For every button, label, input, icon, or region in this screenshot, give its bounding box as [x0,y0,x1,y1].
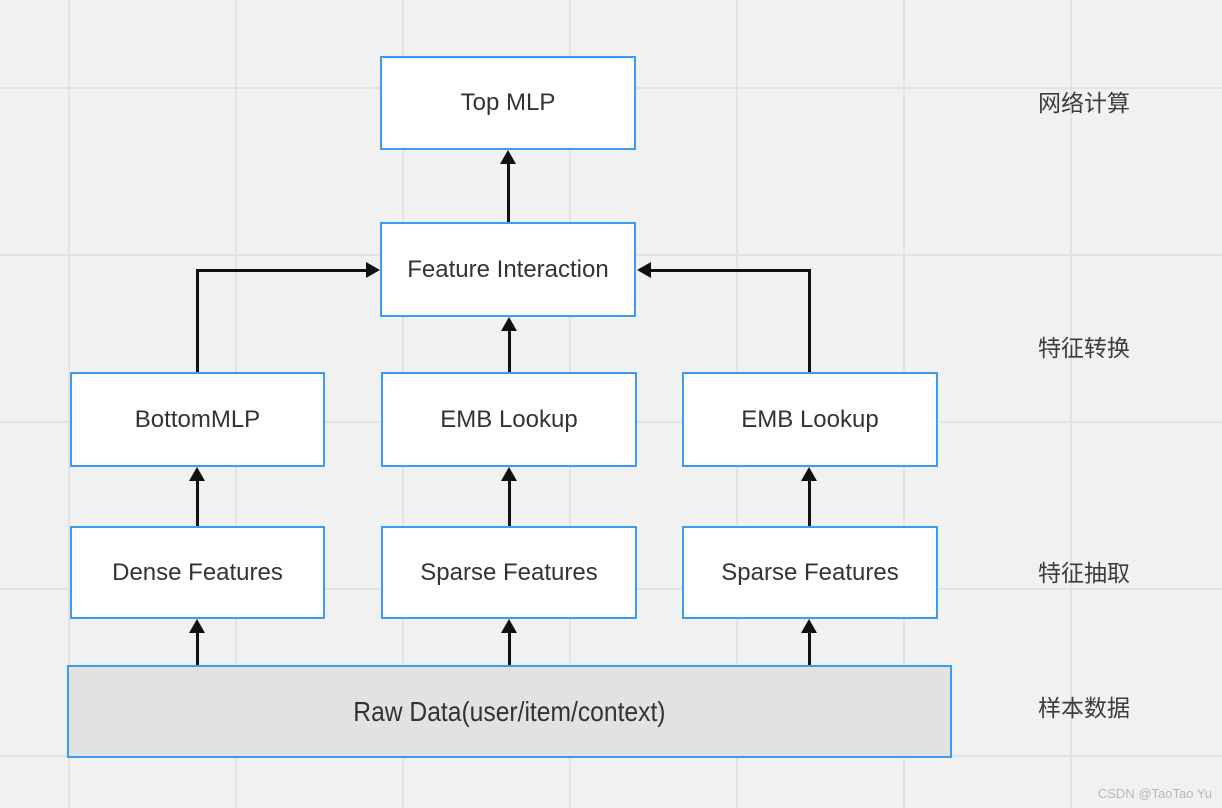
arrow-shaft [196,269,199,372]
arrow-head-icon [500,150,516,164]
arrow-head-icon [189,619,205,633]
arrow-head-icon [501,619,517,633]
node-dense-features: Dense Features [70,526,325,619]
arrow-head-icon [637,262,651,278]
node-sparse-features-left: Sparse Features [381,526,637,619]
stage-label-feature-extraction: 特征抽取 [1038,560,1130,586]
csdn-watermark: CSDN @TaoTao Yu [1097,786,1212,801]
arrow-head-icon [501,317,517,331]
arrow-shaft [808,481,811,526]
node-feature-interaction: Feature Interaction [380,222,636,317]
arrow-head-icon [501,467,517,481]
stage-label-network-compute: 网络计算 [1038,90,1130,116]
node-label: Sparse Features [721,558,899,586]
node-label: EMB Lookup [741,405,879,433]
arrow-shaft [808,633,811,665]
node-label: Sparse Features [420,558,598,586]
node-emb-lookup-right: EMB Lookup [682,372,938,467]
arrow-shaft [196,481,199,526]
stage-label-feature-transform: 特征转换 [1038,335,1130,361]
node-emb-lookup-left: EMB Lookup [381,372,637,467]
arrow-shaft [508,481,511,526]
arrow-shaft [651,269,811,272]
stage-label-sample-data: 样本数据 [1038,695,1130,721]
arrow-shaft [196,269,366,272]
arrow-head-icon [189,467,205,481]
arrow-head-icon [801,619,817,633]
node-label: Raw Data(user/item/context) [353,695,666,727]
arrow-shaft [507,162,510,222]
node-sparse-features-right: Sparse Features [682,526,938,619]
arrow-shaft [196,633,199,665]
node-label: Dense Features [112,558,283,586]
arrow-head-icon [366,262,380,278]
node-label: EMB Lookup [440,405,578,433]
node-raw-data: Raw Data(user/item/context) [67,665,952,758]
node-top-mlp: Top MLP [380,56,636,150]
node-label: Feature Interaction [407,255,609,283]
node-label: Top MLP [460,89,556,116]
node-bottom-mlp: BottomMLP [70,372,325,467]
node-label: BottomMLP [134,405,261,433]
arrow-head-icon [801,467,817,481]
arrow-shaft [808,269,811,372]
arrow-shaft [508,633,511,665]
arrow-shaft [508,329,511,372]
